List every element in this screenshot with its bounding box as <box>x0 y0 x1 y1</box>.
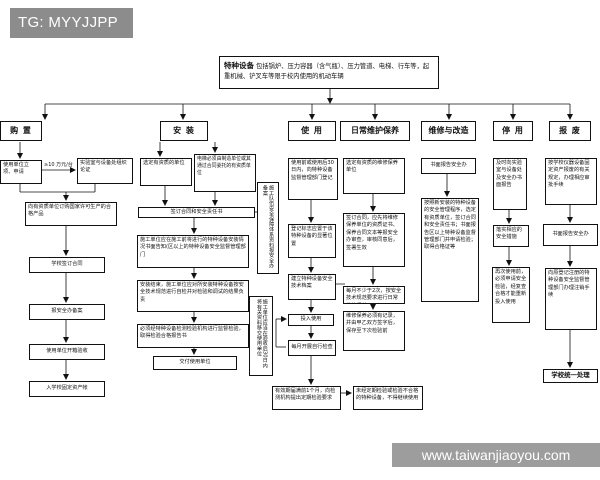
top-title: 特种设备 <box>224 61 254 70</box>
install-deliver: 交付使用单位 <box>153 356 237 370</box>
header-scrap: 报 废 <box>549 121 591 141</box>
top-description: 包括锅炉、压力容器（含气瓶）、压力管道、电梯、行车等，起重机械、铲叉车等限于校内… <box>224 63 430 80</box>
header-stop: 停 用 <box>493 121 533 141</box>
use-monthly-check: 每月开展自行检查 <box>288 340 336 356</box>
channel-badge: TG: MYYJJPP <box>10 8 133 38</box>
install-team-filing-text: 施工队伍安全保障体系资料报安全办备案 <box>262 185 275 269</box>
purchase-asset-ledger: 入学校固定资产帐 <box>29 381 105 397</box>
use-register: 使用前或使用后30日内，向特种设备监督管理部门登记 <box>288 158 338 200</box>
top-title-box: 特种设备 包括锅炉、压力容器（含气瓶）、压力管道、电梯、行车等，起重机械、铲叉车… <box>219 56 439 89</box>
install-team-filing-box: 施工队伍安全保障体系资料报安全办备案 <box>257 182 279 274</box>
stop-measures: 落实相应的安全措施 <box>493 225 529 247</box>
purchase-order: 向有资质单位订购国家许可生产的合格产品 <box>25 202 117 226</box>
install-elevator-note: 电梯必须由制造单位或其通过合同委托的有资质单位 <box>194 154 256 192</box>
use-mark: 登记标志应置于该特种设备的显著位置 <box>288 224 336 258</box>
maintain-contract: 签订合同，应先将维修保养单位的资质证书、保养合同文本等报安全办审查，审核同意后，… <box>343 213 405 267</box>
header-maintain: 日常维护保养 <box>340 121 410 141</box>
install-notify: 施工单位应在施工前将进行的特种设备安装情况书面告知(区以上的特种设备安全监督管理… <box>137 235 249 268</box>
header-install: 安 装 <box>160 121 208 141</box>
repair-procedure: 按照新安装的特种设备的安全管理程序，选定有资质单位，签订合同和安全责任书；书面报… <box>421 198 479 302</box>
purchase-filing: 报安全办备案 <box>29 304 105 320</box>
repair-report: 书面报告安全办 <box>421 158 476 174</box>
scrap-final: 学校统一处理 <box>543 369 598 383</box>
install-handover-box: 施工单位应当在验收后30日内将有关资料移交使用单位 <box>249 296 273 376</box>
purchase-verify: 实验室与设备处组织论证 <box>77 158 133 184</box>
install-contract: 签订合同和安全责任书 <box>138 207 255 218</box>
use-tech-archive: 建立特种设备安全技术档案 <box>288 274 336 300</box>
purchase-accept: 使用单位开箱验收 <box>29 344 105 360</box>
maintain-record: 维修保养必须有记录，并由甲乙双方签字后，保存至下次检验前 <box>343 311 405 351</box>
use-put-in: 投入使用 <box>288 314 334 326</box>
purchase-sign-contract: 学校签订合同 <box>29 257 105 273</box>
install-supervision-inspect: 必须经特种设备检测检验机构进行监督检验，取得检验合格报告书 <box>137 324 249 348</box>
stop-report: 及时向实验室与设备处及安全办书面报告 <box>493 158 527 210</box>
maintain-monthly: 每月不少于2次，按安全技术规范要求进行日常维护保养 <box>343 286 405 304</box>
site-watermark: www.taiwanjiaoyou.com <box>392 443 600 467</box>
header-repair: 维修与改造 <box>421 121 476 141</box>
install-select-qualified: 选定有资质的单位 <box>140 158 192 186</box>
purchase-user-apply: 使用单位立项、申请 <box>0 160 42 184</box>
maintain-select: 选定有资质的维修保养单位 <box>343 158 405 194</box>
header-purchase: 购 置 <box>0 121 42 141</box>
scrap-procedure: 按学校仪器设备固定资产报废的有关规定，办理相应审批手续 <box>545 158 597 205</box>
header-use: 使 用 <box>288 121 336 141</box>
purchase-limit-label: ≥10 万元/台 <box>44 162 73 168</box>
use-periodic-inspection: 有效期届满前1个月，向检测机构提出定期检验要求 <box>272 386 341 410</box>
scrap-report: 书面报告安全办 <box>543 224 598 246</box>
install-complete-selfcheck: 安装结束，施工单位应对所安装特种设备按安全技术规范进行自检并对检验和调试的结果负… <box>137 280 249 312</box>
stop-resume: 再次使用前，必须申请安全检验，经复查合格才能重新投入使用 <box>492 267 530 323</box>
use-failed-stop: 未经定期检验或检验不合格的特种设备，不得继续使用 <box>353 386 423 410</box>
scrap-cancel: 向原登记注册的特种设备安全监督管理部门办理注销手续 <box>545 268 597 330</box>
install-handover-text: 施工单位应当在验收后30日内将有关资料移交使用单位 <box>256 299 268 369</box>
